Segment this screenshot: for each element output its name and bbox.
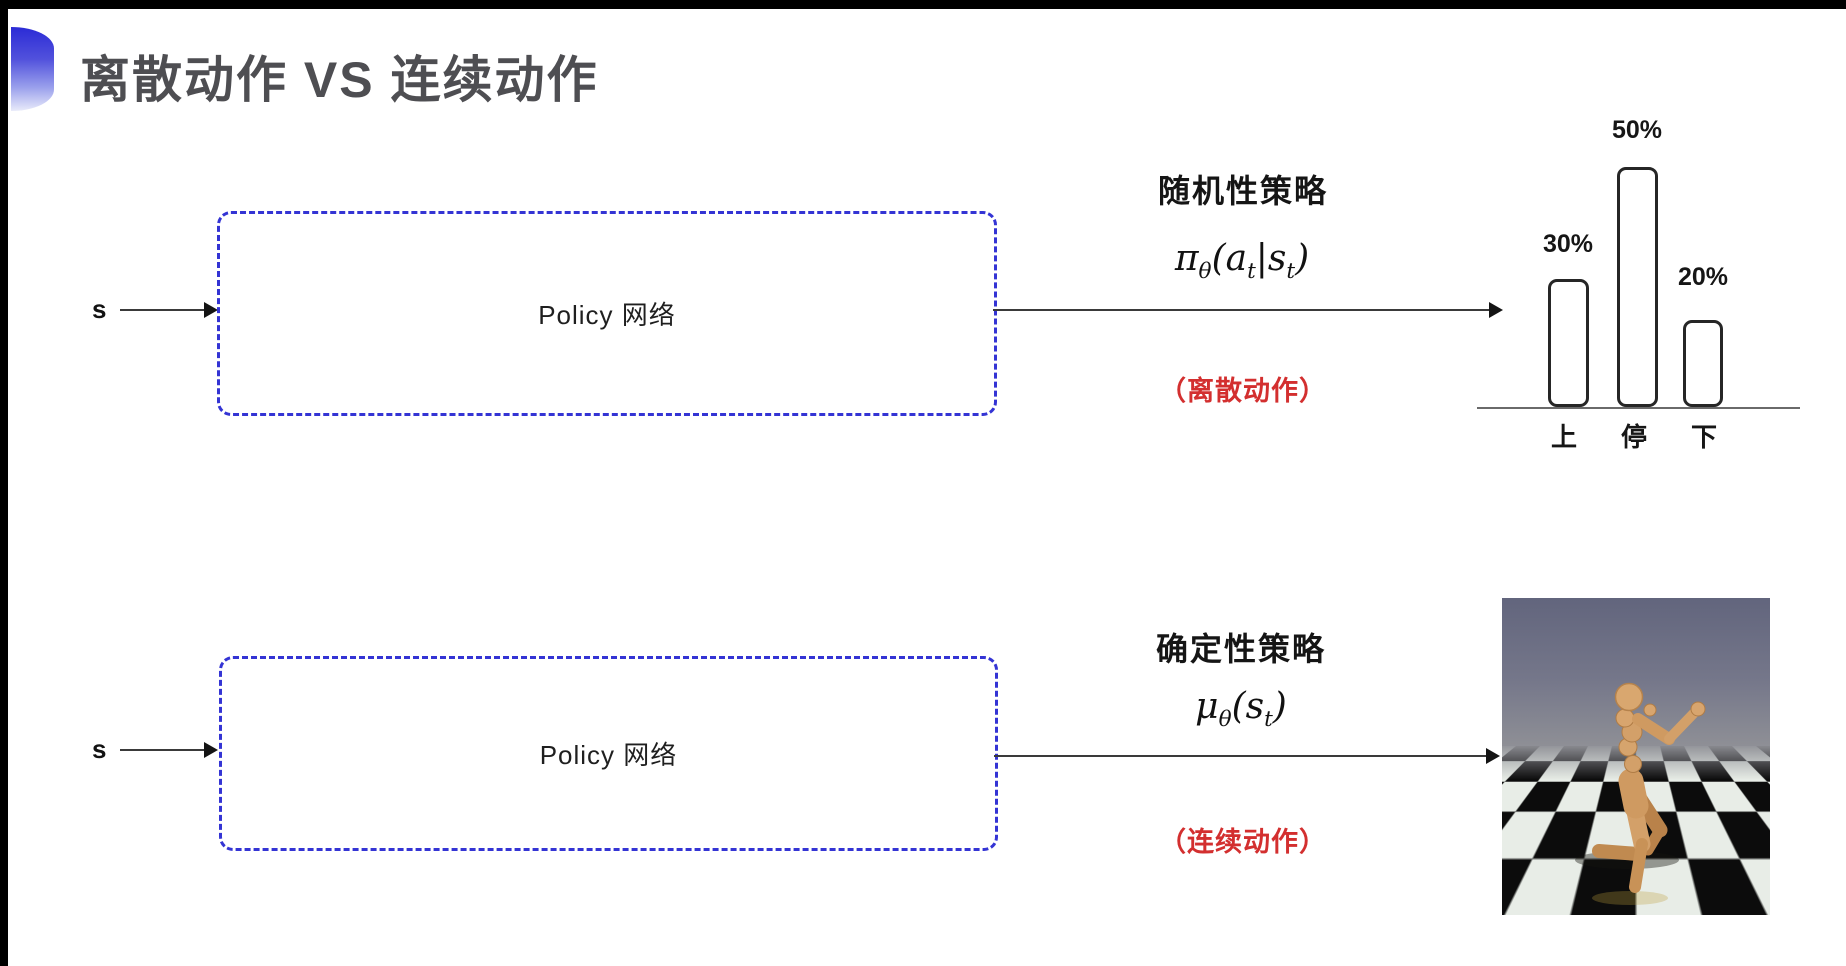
output-arrowhead-bottom-icon	[1486, 748, 1500, 764]
bar-down	[1683, 320, 1723, 407]
deterministic-policy-formula: μθ(st)	[1021, 686, 1461, 732]
discrete-action-note: （离散动作）	[1159, 376, 1327, 406]
humanoid-simulation-image	[1502, 598, 1770, 915]
input-arrow-top	[120, 309, 205, 311]
policy-network-box-bottom: Policy 网络	[219, 656, 998, 851]
output-arrowhead-top-icon	[1489, 302, 1503, 318]
policy-network-label-top: Policy 网络	[538, 300, 676, 330]
bar-stop-label: 停	[1620, 422, 1648, 452]
formula-theta-sub: θ	[1198, 259, 1212, 285]
formula-mu: μ	[1195, 686, 1219, 727]
input-arrow-bottom	[120, 749, 205, 751]
formula-t-sub2: t	[1286, 259, 1296, 285]
formula-open-a: (a	[1211, 238, 1248, 279]
humanoid-robot-icon	[1575, 682, 1706, 905]
formula-t-sub3: t	[1264, 707, 1273, 733]
formula-t-sub1: t	[1247, 259, 1256, 285]
bar-up-label: 上	[1550, 422, 1578, 452]
slide-title: 离散动作 VS 连续动作	[80, 52, 599, 108]
formula-close-paren2: )	[1272, 686, 1287, 727]
formula-open-s: (s	[1231, 686, 1265, 727]
bar-stop	[1617, 167, 1658, 407]
title-bullet-icon	[11, 27, 54, 111]
formula-pi: π	[1174, 238, 1199, 279]
policy-network-box-top: Policy 网络	[217, 211, 997, 416]
deterministic-policy-title: 确定性策略	[1155, 631, 1326, 667]
formula-theta-sub2: θ	[1218, 707, 1232, 733]
input-arrowhead-top-icon	[204, 302, 218, 318]
formula-bar-s: |s	[1255, 238, 1287, 279]
bar-chart-baseline	[1477, 407, 1800, 409]
stochastic-policy-formula: πθ(at|st)	[1022, 238, 1462, 284]
stochastic-policy-title: 随机性策略	[1157, 173, 1328, 209]
bar-up-value: 30%	[1542, 230, 1594, 258]
output-arrow-top	[993, 309, 1490, 311]
bar-down-value: 20%	[1677, 263, 1729, 291]
input-arrowhead-bottom-icon	[204, 742, 218, 758]
formula-close-paren: )	[1295, 238, 1310, 279]
left-border	[0, 0, 8, 966]
state-input-label-bottom: s	[92, 734, 107, 764]
output-arrow-bottom	[994, 755, 1487, 757]
policy-network-label-bottom: Policy 网络	[539, 740, 678, 770]
bar-stop-value: 50%	[1611, 116, 1663, 144]
bar-up	[1548, 279, 1589, 407]
continuous-action-note: （连续动作）	[1159, 827, 1327, 857]
bar-down-label: 下	[1690, 422, 1718, 452]
state-input-label-top: s	[92, 294, 107, 324]
top-border	[0, 0, 1846, 9]
